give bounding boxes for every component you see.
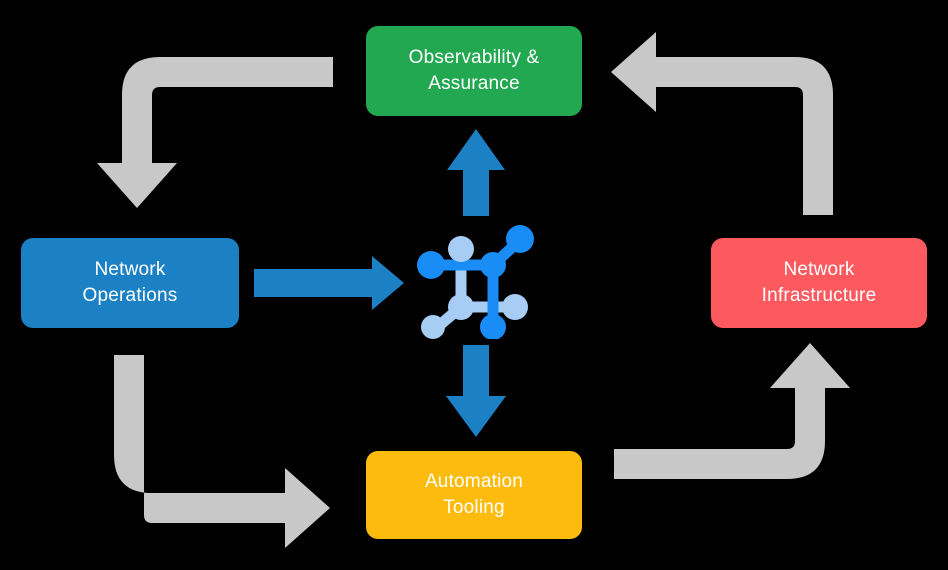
arrow-center-to-automation [446, 345, 506, 437]
arrow-automation-to-infrastructure [614, 343, 850, 479]
node-observability-assurance[interactable]: Observability & Assurance [366, 26, 582, 116]
arrow-observability-to-operations [97, 57, 333, 208]
node-label-automation-tooling: Automation Tooling [424, 471, 524, 518]
node-network-infrastructure[interactable]: Network Infrastructure [711, 238, 927, 328]
node-network-operations[interactable]: Network Operations [21, 238, 239, 328]
arrow-operations-to-center [254, 256, 404, 310]
arrow-center-to-observability [447, 129, 505, 216]
topology-nodes-primary [417, 225, 534, 339]
node-automation-tooling[interactable]: Automation Tooling [366, 451, 582, 539]
arrow-operations-to-automation [114, 355, 330, 548]
node-label-network-operations: Network Operations [82, 259, 178, 306]
network-topology-icon [417, 225, 534, 339]
arrow-infrastructure-to-observability [611, 32, 833, 215]
node-label-network-infrastructure: Network Infrastructure [761, 259, 877, 306]
topology-nodes-secondary [421, 236, 528, 339]
node-label-observability: Observability & Assurance [408, 47, 540, 94]
